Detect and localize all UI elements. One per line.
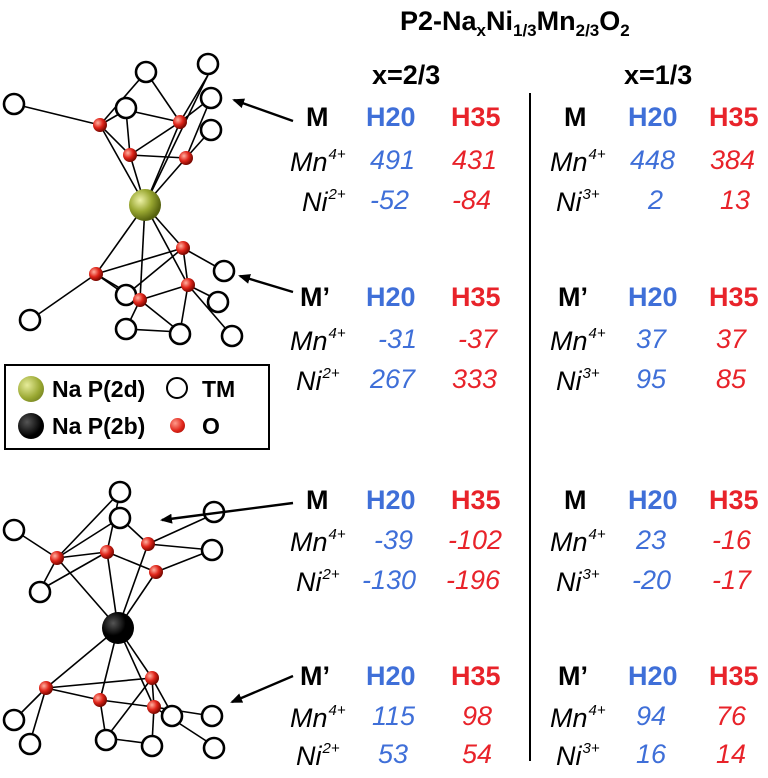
site-label: M [564,485,587,515]
h35-value: -16 [712,525,752,555]
h20-value: 448 [630,145,676,175]
h35-value: 13 [720,185,751,215]
ion-label: Mn4+ [550,702,606,733]
ion-label: Ni3+ [556,365,600,396]
h20-value: 115 [372,701,416,731]
legend-na-2d: Na P(2d) [52,376,146,402]
site-label: M’ [558,282,588,312]
h35-value: 37 [716,324,747,354]
h20-value: 37 [636,324,667,354]
h20-header: H20 [366,102,416,132]
ion-label: Ni2+ [296,740,340,771]
h35-header: H35 [451,485,501,515]
h20-value: -39 [374,525,414,555]
ion-label: Mn4+ [290,526,346,557]
h20-header: H20 [628,661,678,691]
h35-value: 14 [716,739,747,769]
h35-value: 85 [716,364,747,394]
ion-label: Mn4+ [290,325,346,356]
na-2b-swatch [18,413,44,439]
site-label: M [564,102,587,132]
h20-value: 267 [370,364,416,394]
ion-label: Ni2+ [296,365,340,396]
h35-header: H35 [709,485,759,515]
h20-header: H20 [628,282,678,312]
column-header-left: x=2/3 [372,60,441,90]
ion-label: Ni3+ [556,740,600,771]
arrow-bottom-m [160,501,294,524]
h35-header: H35 [451,661,501,691]
site-label: M [306,102,329,132]
h20-header: H20 [366,661,416,691]
tm-atoms-bottom [2,480,226,760]
na-2b-atom [102,612,134,644]
h20-value: 94 [636,701,667,731]
oxygen-atoms-top [89,115,195,307]
h20-header: H20 [628,102,678,132]
h20-value: -52 [370,185,410,215]
figure-title: P2-NaxNi1/3Mn2/3O2 [400,6,630,40]
h35-value: 384 [710,145,756,175]
h35-value: -37 [458,324,498,354]
ion-label: Mn4+ [290,146,346,177]
arrow-bottom-m-prime [230,674,294,704]
h35-value: -196 [446,565,501,595]
ion-label: Mn4+ [550,526,606,557]
ion-label: Ni3+ [556,186,600,217]
ion-label: Mn4+ [550,146,606,177]
h20-value: -31 [378,324,418,354]
tm-swatch [166,377,188,399]
h20-value: 95 [636,364,667,394]
h20-value: 16 [636,739,667,769]
legend-o: O [202,413,220,439]
h35-header: H35 [709,661,759,691]
h35-value: 98 [462,701,493,731]
h35-header: H35 [451,282,501,312]
ion-label: Ni2+ [302,186,346,217]
h20-header: H20 [366,282,416,312]
h35-value: 333 [452,364,498,394]
column-divider [529,93,531,761]
h20-header: H20 [628,485,678,515]
h35-value: -102 [448,525,503,555]
oxygen-atoms-bottom [39,537,163,714]
h35-value: 76 [716,701,747,731]
h35-header: H35 [709,282,759,312]
na-2d-atom [129,189,161,221]
h35-header: H35 [709,102,759,132]
legend: Na P(2d) Na P(2b) TM O [4,364,270,450]
h20-value: 491 [370,145,416,175]
h35-value: -84 [452,185,492,215]
h20-value: -130 [362,565,417,595]
tm-atoms-top [2,52,244,348]
h35-value: 54 [462,739,493,769]
site-label: M [306,485,329,515]
ion-label: Ni3+ [556,566,600,597]
arrow-top-m-prime [238,274,294,294]
legend-na-2b: Na P(2b) [52,413,146,439]
site-label: M’ [558,661,588,691]
h20-value: 53 [378,739,409,769]
na-2d-swatch [18,376,44,402]
site-label: M’ [300,282,330,312]
h20-value: -20 [632,565,672,595]
legend-tm: TM [202,376,236,402]
ion-label: Mn4+ [290,702,346,733]
h35-value: -17 [712,565,752,595]
h35-header: H35 [451,102,501,132]
arrow-top-m [232,98,294,123]
ion-label: Ni2+ [296,566,340,597]
h35-value: 431 [452,145,498,175]
h20-value: 23 [636,525,667,555]
h20-value: 2 [648,185,664,215]
site-label: M’ [300,661,330,691]
ion-label: Mn4+ [550,325,606,356]
column-header-right: x=1/3 [624,60,693,90]
crystal-structures [2,52,294,760]
oxygen-swatch [170,418,185,433]
h20-header: H20 [366,485,416,515]
